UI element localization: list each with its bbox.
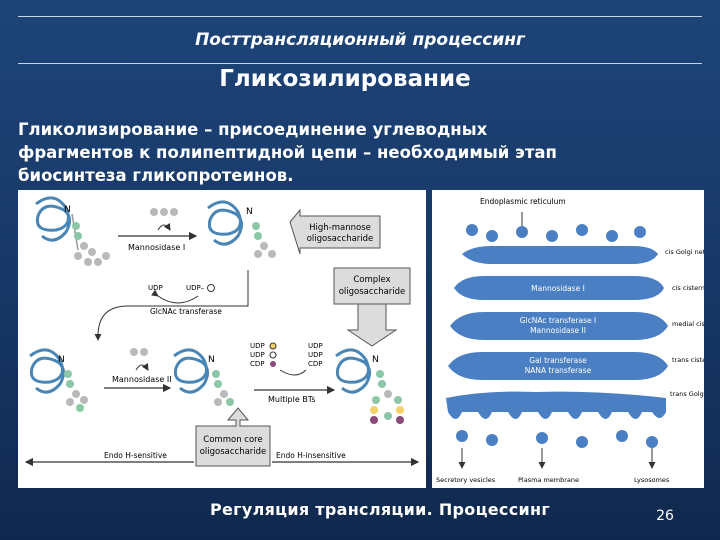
- golgi-region-label: cis Golgi network: [665, 248, 704, 256]
- slide-title: Гликозилирование: [0, 66, 690, 92]
- donor-label: CDP: [250, 360, 265, 368]
- slide-footer: Регуляция трансляции. Процессинг: [0, 500, 720, 519]
- donor-label: UDP: [250, 351, 265, 359]
- definition-line: фрагментов к полипептидной цепи – необхо…: [18, 141, 708, 164]
- complex-label: Complex: [353, 275, 390, 285]
- protein-coil: [208, 202, 242, 244]
- enzyme-label: Mannosidase II: [530, 326, 586, 335]
- golgi-diagram: Endoplasmic reticulum Mannosidase I GlcN…: [432, 190, 704, 488]
- common-core-label: Common core: [203, 435, 262, 445]
- n-terminus-label: N: [64, 205, 71, 215]
- vesicles: [456, 430, 658, 448]
- sugar-chain: [252, 222, 276, 258]
- enzyme-label: Gal transferase: [529, 356, 587, 365]
- release-arrow: [158, 225, 170, 230]
- golgi-region-label: cis cisterna: [672, 284, 704, 292]
- sugar-chain: [72, 214, 110, 266]
- n-terminus-label: N: [208, 355, 215, 365]
- golgi-region-label: medial cisterna: [672, 320, 704, 328]
- donor-label: UDP: [250, 342, 265, 350]
- donor-label: UDP: [308, 342, 323, 350]
- mannosidase-1-label: Mannosidase I: [128, 243, 185, 252]
- pathway-diagram: N Mannosidase I N: [18, 190, 426, 488]
- endo-sensitive-label: Endo H-sensitive: [104, 451, 167, 460]
- n-terminus-label: N: [372, 355, 379, 365]
- enzyme-label: Mannosidase I: [531, 284, 585, 293]
- n-terminus-label: N: [58, 355, 65, 365]
- destination-label: Plasma membrane: [518, 476, 579, 484]
- definition-line: Гликолизирование – присоединение углевод…: [18, 118, 708, 141]
- er-label: Endoplasmic reticulum: [480, 197, 566, 206]
- n-terminus-label: N: [246, 207, 253, 217]
- sugar-chain: [212, 370, 234, 406]
- enzyme-label: GlcNAc transferase I: [520, 316, 596, 325]
- top-rule: [18, 16, 702, 17]
- definition-text: Гликолизирование – присоединение углевод…: [18, 118, 708, 187]
- high-mannose-label: oligosaccharide: [307, 234, 374, 244]
- complex-callout: [334, 268, 410, 304]
- definition-line: биосинтеза гликопротеинов.: [18, 164, 708, 187]
- vesicles: [466, 224, 646, 242]
- golgi-region-label: trans cisterna: [672, 356, 704, 364]
- pathway-svg: N Mannosidase I N: [18, 190, 426, 488]
- mannosidase-2-label: Mannosidase II: [112, 375, 172, 384]
- enzyme-label: NANA transferase: [525, 366, 592, 375]
- udp-sugar-label: UDP–: [186, 284, 205, 292]
- trans-golgi-network: [446, 392, 666, 419]
- endo-insensitive-label: Endo H-insensitive: [276, 451, 346, 460]
- sugar-chain: [370, 370, 404, 424]
- udp-label: UDP: [148, 284, 163, 292]
- donor-label: UDP: [308, 351, 323, 359]
- golgi-region-label: trans Golgi network: [670, 390, 704, 398]
- destination-label: Lysosomes: [634, 476, 670, 484]
- protein-coil: [174, 350, 208, 392]
- multiple-bts-label: Multiple BTs: [268, 395, 316, 404]
- sugar-chain: [64, 370, 88, 412]
- golgi-svg: Endoplasmic reticulum Mannosidase I GlcN…: [432, 190, 704, 488]
- down-arrow: [348, 304, 396, 346]
- reaction-arrow: [98, 270, 248, 340]
- protein-coil: [336, 350, 370, 392]
- high-mannose-label: High-mannose: [309, 223, 371, 233]
- header-rule: [18, 63, 702, 64]
- page-number: 26: [645, 508, 685, 524]
- complex-label: oligosaccharide: [339, 287, 406, 297]
- slide-header: Посттрансляционный процессинг: [0, 30, 720, 50]
- common-core-label: oligosaccharide: [200, 447, 267, 457]
- destination-label: Secretory vesicles: [436, 476, 496, 484]
- cisterna-cis-network: [462, 246, 658, 264]
- donor-label: CDP: [308, 360, 323, 368]
- glcnac-transferase-label: GlcNAc transferase: [150, 307, 222, 316]
